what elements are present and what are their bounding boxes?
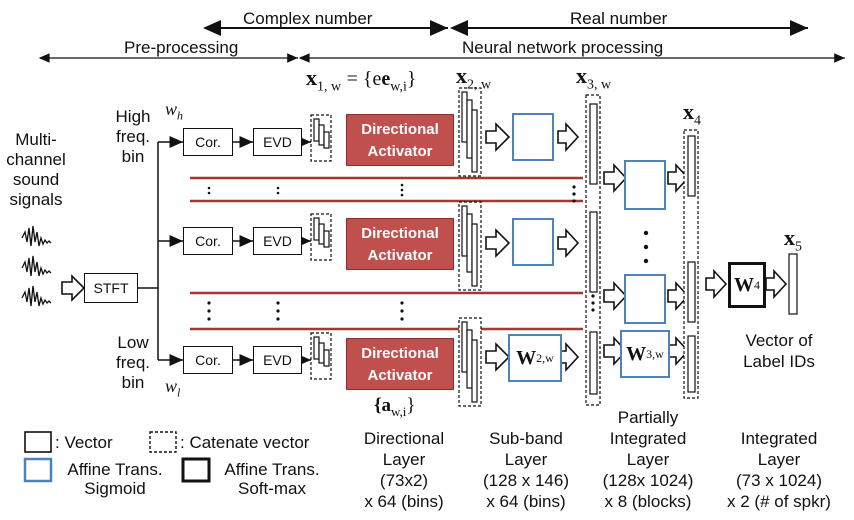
legend-catenate: : Catenate vector xyxy=(180,433,310,452)
legend-affine-sigmoid: Affine Trans.Sigmoid xyxy=(67,460,163,498)
partial-layer-top xyxy=(624,160,666,210)
evd-box-high: EVD xyxy=(253,128,302,156)
partial-layer-mid xyxy=(624,274,666,324)
aw-label: {aw,i} xyxy=(374,395,416,419)
subband-layer-mid xyxy=(512,218,554,266)
arrow-icon xyxy=(61,274,86,302)
evd-box-mid: EVD xyxy=(253,227,302,255)
legend-vector: : Vector xyxy=(55,433,113,452)
cor-box-low: Cor. xyxy=(183,346,233,374)
wh-label: wh xyxy=(165,99,184,123)
pre-processing-label: Pre-processing xyxy=(124,38,239,57)
x3w-label: x3, w xyxy=(576,63,612,93)
x2w-label: x2, w xyxy=(456,63,492,93)
subband-layer-high xyxy=(512,113,554,161)
vector-icon xyxy=(310,114,332,380)
legend-affine-softmax: Affine Trans.Soft-max xyxy=(224,460,320,498)
waveform-icon xyxy=(21,225,52,307)
stft-box: STFT xyxy=(84,273,138,303)
x5-label: x5 xyxy=(784,225,802,255)
complex-number-label: Complex number xyxy=(243,9,373,28)
nn-processing-label: Neural network processing xyxy=(462,38,664,57)
wl-label: wl xyxy=(165,376,181,400)
x1w-label: x1, w = {eew,i} xyxy=(306,65,417,95)
x4-label: x4 xyxy=(683,99,701,129)
cor-box-mid: Cor. xyxy=(183,227,233,255)
real-number-label: Real number xyxy=(570,9,668,28)
cor-box-high: Cor. xyxy=(183,128,233,156)
evd-box-low: EVD xyxy=(253,346,302,374)
